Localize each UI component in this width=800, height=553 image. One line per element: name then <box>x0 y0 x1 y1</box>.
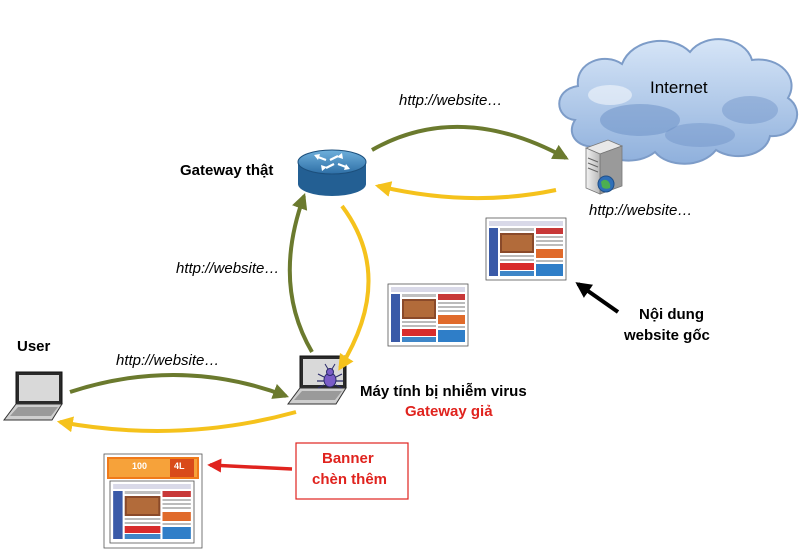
flow-label-server-to-gateway: http://website… <box>589 202 693 219</box>
user-label: User <box>17 338 51 355</box>
arrow-gateway-to-pc <box>338 204 371 371</box>
arrow-gateway-to-server <box>371 124 569 160</box>
flow-label-pc-to-gateway: http://website… <box>176 260 280 277</box>
flow-label-gateway-to-server: http://website… <box>399 92 503 109</box>
flow-label-user-to-pc: http://website… <box>116 352 220 369</box>
real-gateway-label: Gateway thật <box>180 162 274 179</box>
banner-callout-box <box>295 442 409 500</box>
real-gateway-router-icon <box>297 149 367 196</box>
infected-computer-label: Máy tính bị nhiễm virus <box>360 383 527 400</box>
original-website-thumbnail <box>485 217 567 281</box>
internet-cloud-icon <box>558 38 799 165</box>
banner-label-line2: chèn thêm <box>312 471 388 488</box>
web-server-icon <box>584 139 624 195</box>
infected-computer-icon <box>287 355 347 405</box>
original-content-label-line1: Nội dung <box>639 306 704 323</box>
arrow-user-to-pc <box>69 372 289 399</box>
user-laptop-icon <box>3 371 63 421</box>
internet-label: Internet <box>650 78 708 97</box>
banner-ad-text-2: 4L <box>174 461 185 471</box>
banner-ad-text-1: 100 <box>132 461 148 471</box>
banner-label-line1: Banner <box>322 450 374 467</box>
original-content-label-line2: website gốc <box>624 327 710 344</box>
arrow-banner-inserted <box>207 458 293 473</box>
arrow-server-to-gateway <box>374 181 557 201</box>
modified-website-thumbnail <box>103 453 203 549</box>
arrow-pc-to-user <box>56 410 297 433</box>
relayed-website-thumbnail <box>387 283 469 347</box>
arrow-pc-to-gateway <box>287 192 314 354</box>
fake-gateway-label: Gateway giả <box>405 403 493 420</box>
arrow-original-content <box>575 282 620 314</box>
